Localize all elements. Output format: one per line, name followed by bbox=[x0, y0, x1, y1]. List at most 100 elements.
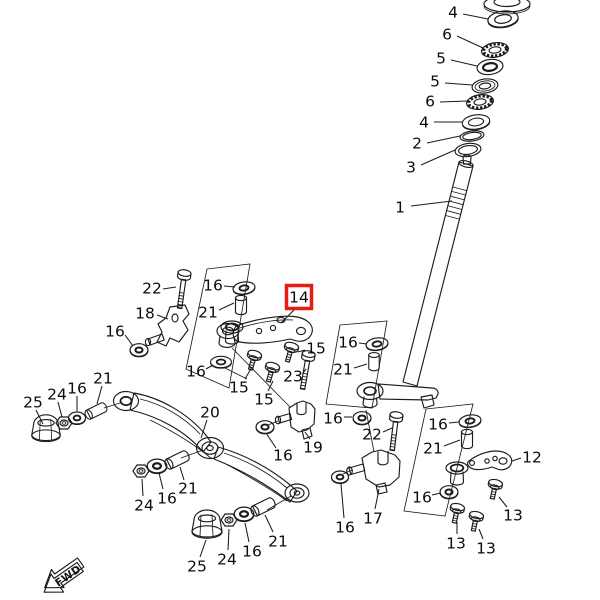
part-swing-arm-20 bbox=[112, 390, 310, 503]
callout-leader-line bbox=[227, 528, 230, 551]
callout-leader-line bbox=[179, 466, 185, 481]
part-callout: 24 bbox=[217, 550, 237, 568]
callout-leader-line bbox=[358, 342, 368, 345]
part-callout: 23 bbox=[283, 367, 303, 385]
part-callout: 17 bbox=[363, 509, 383, 527]
callout-leader-line bbox=[218, 302, 235, 311]
part-callout: 21 bbox=[268, 532, 288, 550]
part-callout: 21 bbox=[423, 439, 443, 457]
callout-leader-line bbox=[462, 13, 489, 20]
sub-assembly-boxes bbox=[185, 263, 474, 517]
part-callout: 16 bbox=[242, 542, 262, 560]
highlighted-part-callout: 14 bbox=[289, 288, 309, 306]
part-callout: 24 bbox=[134, 496, 154, 514]
part-callout: 24 bbox=[47, 385, 67, 403]
callout-leader-line bbox=[439, 100, 468, 103]
part-callout: 21 bbox=[333, 360, 353, 378]
callout-leader-line bbox=[511, 457, 522, 462]
callout-leader-line bbox=[450, 59, 478, 67]
part-callout: 21 bbox=[178, 479, 198, 497]
callout-leader-line bbox=[267, 380, 274, 392]
callout-leader-line bbox=[444, 82, 473, 86]
part-callout: 2 bbox=[412, 134, 422, 152]
fwd-label: FWD bbox=[53, 563, 84, 589]
part-callout: 16 bbox=[335, 518, 355, 536]
callout-leader-line bbox=[478, 528, 484, 540]
callout-leader-line bbox=[443, 439, 461, 447]
part-callout: 16 bbox=[338, 333, 358, 351]
callout-leader-line bbox=[200, 419, 208, 439]
part-bolt-22-right bbox=[385, 410, 404, 452]
part-callout: 16 bbox=[273, 446, 293, 464]
callout-leader-line bbox=[382, 427, 393, 433]
callout-leader-line bbox=[223, 285, 236, 288]
part-callout: 16 bbox=[203, 276, 223, 294]
part-callout: 5 bbox=[436, 49, 446, 67]
part-callout: 19 bbox=[303, 438, 323, 456]
part-callout: 15 bbox=[229, 378, 249, 396]
assembly-axis-lines bbox=[103, 347, 375, 511]
part-callout: 21 bbox=[93, 369, 113, 387]
part-callout: 16 bbox=[412, 488, 432, 506]
part-callout: 16 bbox=[67, 379, 87, 397]
part-callout: 16 bbox=[186, 362, 206, 380]
callout-leader-line bbox=[302, 368, 307, 374]
part-callout: 16 bbox=[428, 415, 448, 433]
part-callout: 25 bbox=[187, 557, 207, 575]
part-clevis-19 bbox=[255, 400, 316, 440]
callout-leader-line bbox=[280, 309, 295, 324]
part-callout: 22 bbox=[142, 279, 162, 297]
callout-leader-line bbox=[57, 401, 63, 418]
part-bracket-18 bbox=[129, 304, 190, 358]
part-callout: 1 bbox=[395, 198, 405, 216]
callout-leader-line bbox=[205, 364, 214, 370]
part-callout: 15 bbox=[254, 390, 274, 408]
part-callout: 13 bbox=[503, 506, 523, 524]
part-bolts-15-23 bbox=[243, 340, 317, 391]
callout-leader-line bbox=[162, 286, 177, 290]
part-callout: 6 bbox=[425, 92, 435, 110]
callout-leader-line bbox=[456, 35, 484, 49]
sub-assembly-stem-mount bbox=[364, 335, 390, 372]
part-callout: 5 bbox=[430, 72, 440, 90]
callout-leader-line bbox=[264, 514, 274, 533]
callout-leader-line bbox=[410, 200, 453, 207]
callout-leader-line bbox=[340, 483, 345, 519]
callout-leader-line bbox=[353, 363, 368, 369]
part-callout: 20 bbox=[200, 403, 220, 421]
part-callout: 4 bbox=[419, 113, 429, 131]
callout-leader-line bbox=[158, 472, 164, 490]
part-clevis-17 bbox=[330, 449, 401, 495]
callout-leader-line bbox=[304, 431, 311, 440]
part-callout: 22 bbox=[362, 425, 382, 443]
callout-leader-line bbox=[244, 522, 250, 543]
callout-leader-line bbox=[35, 409, 44, 425]
callout-leader-line bbox=[431, 492, 442, 496]
part-callout: 21 bbox=[198, 303, 218, 321]
part-callout: 18 bbox=[135, 304, 155, 322]
part-steering-arm-14 bbox=[216, 315, 313, 349]
fwd-marker: FWD bbox=[43, 557, 85, 593]
callout-leader-line bbox=[297, 349, 306, 353]
part-steering-stem bbox=[402, 0, 531, 387]
part-callout: 12 bbox=[522, 448, 542, 466]
part-callout: 13 bbox=[476, 539, 496, 557]
highlight-box bbox=[284, 283, 314, 311]
callout-leader-line bbox=[244, 366, 253, 380]
part-callout: 13 bbox=[446, 534, 466, 552]
part-callout: 16 bbox=[105, 322, 125, 340]
part-callout: 15 bbox=[306, 339, 326, 357]
callout-leader-line bbox=[141, 478, 144, 497]
callout-leader-line bbox=[448, 421, 460, 424]
callout-leader-line bbox=[265, 432, 277, 449]
callout-leader-line bbox=[199, 539, 207, 558]
part-callout: 16 bbox=[323, 409, 343, 427]
callout-leader-line bbox=[374, 488, 380, 510]
part-callout: 6 bbox=[442, 25, 452, 43]
part-bolts-13 bbox=[446, 477, 504, 533]
part-steering-base-bracket bbox=[352, 381, 439, 426]
callout-leader-line bbox=[498, 496, 508, 508]
part-callout: 3 bbox=[406, 158, 416, 176]
